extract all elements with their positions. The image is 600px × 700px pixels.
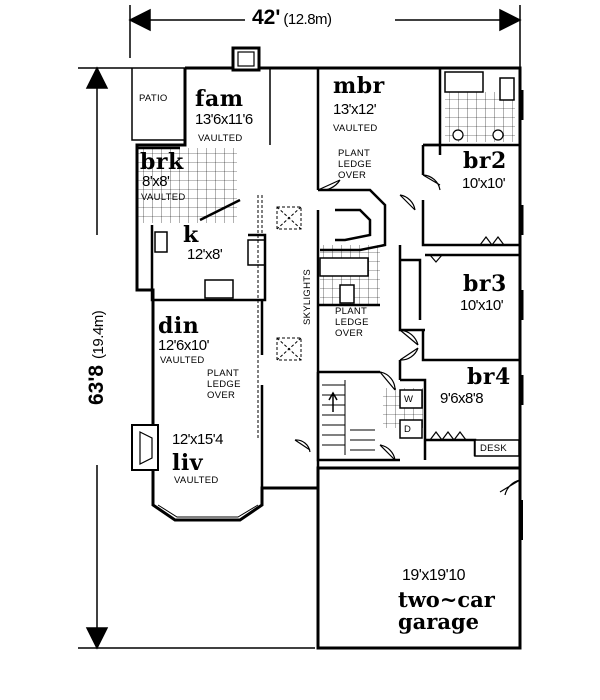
overall-width-label: 42'(12.8m): [252, 7, 332, 28]
liv-name: liv: [172, 450, 203, 476]
desk-label: DESK: [480, 443, 508, 454]
fam-size: 13'6x11'6: [195, 111, 253, 128]
door-swings: [294, 174, 521, 496]
patio-label: PATIO: [139, 93, 168, 104]
skylights-label: SKYLIGHTS: [302, 268, 313, 325]
exterior-walls: [131, 46, 522, 650]
mbr-size: 13'x12': [333, 101, 377, 118]
plant-ledge-lower-line3: OVER: [207, 390, 236, 401]
plant-ledge-lower-line1: PLANT: [207, 368, 240, 379]
din-note: VAULTED: [160, 355, 205, 366]
depth-value-vertical: 63'8 (19.4m): [85, 310, 108, 405]
brk-size: 8'x8': [142, 173, 170, 190]
plant-ledge-lower-line2: LEDGE: [207, 379, 241, 390]
liv-size: 12'x15'4: [172, 431, 223, 448]
mbr-note: VAULTED: [333, 123, 378, 134]
depth-text: 63'8: [85, 364, 108, 405]
skylights: [257, 195, 302, 440]
mbr-name: mbr: [333, 73, 385, 99]
fam-note: VAULTED: [198, 133, 243, 144]
dryer-label: D: [404, 424, 412, 435]
stairs: [322, 380, 375, 455]
br2-name: br2: [463, 148, 507, 174]
k-name: k: [183, 222, 199, 248]
plant-ledge-upper-line1: PLANT: [338, 148, 371, 159]
plant-ledge-upper: PLANT LEDGE OVER: [338, 148, 372, 181]
br4-name: br4: [467, 364, 511, 390]
depth-metric: (19.4m): [90, 310, 107, 359]
plant-ledge-mid-line2: LEDGE: [335, 317, 369, 328]
living-fireplace: [131, 424, 159, 471]
depth-dimension-line: [78, 66, 315, 650]
width-metric: (12.8m): [283, 11, 332, 28]
br3-size: 10'x10': [460, 297, 504, 314]
din-name: din: [158, 313, 200, 339]
interior-walls: [137, 68, 520, 488]
brk-name: brk: [140, 149, 184, 175]
plant-ledge-lower: PLANT LEDGE OVER: [207, 368, 241, 401]
width-dimension-line: [128, 5, 522, 68]
br3-name: br3: [463, 271, 507, 297]
plant-ledge-upper-line2: LEDGE: [338, 159, 372, 170]
plant-ledge-mid-line3: OVER: [335, 328, 364, 339]
br4-size: 9'6x8'8: [440, 390, 484, 407]
br2-size: 10'x10': [462, 175, 506, 192]
liv-note: VAULTED: [174, 475, 219, 486]
garage-name-line2: garage: [398, 609, 480, 634]
garage-name-line1: two~car: [398, 587, 495, 612]
garage-size: 19'x19'10: [402, 567, 466, 584]
plant-ledge-mid-line1: PLANT: [335, 306, 368, 317]
k-size: 12'x8': [187, 246, 223, 263]
width-value: 42': [252, 6, 281, 29]
fam-name: fam: [195, 86, 244, 112]
din-size: 12'6x10': [158, 337, 209, 354]
garage-side-door: [317, 500, 523, 605]
plant-ledge-mid: PLANT LEDGE OVER: [335, 306, 369, 339]
brk-note: VAULTED: [141, 192, 186, 203]
washer-label: W: [404, 394, 414, 405]
bay-window: [157, 504, 259, 518]
plant-ledge-upper-line3: OVER: [338, 170, 367, 181]
